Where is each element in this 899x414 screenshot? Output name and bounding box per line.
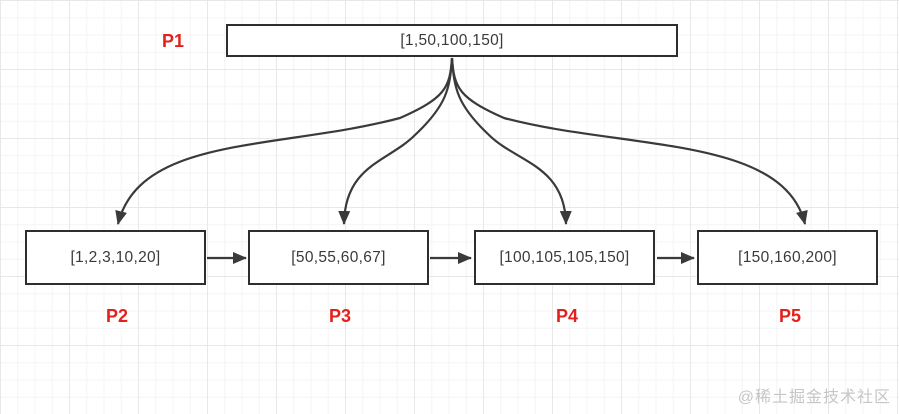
watermark: @稀土掘金技术社区 bbox=[737, 389, 891, 406]
label-p2: P2 bbox=[105, 306, 129, 326]
node-p2-value: [1,2,3,10,20] bbox=[70, 248, 161, 266]
node-p1: [1,50,100,150] bbox=[226, 24, 678, 57]
label-p5: P5 bbox=[778, 306, 802, 326]
node-p5-value: [150,160,200] bbox=[738, 248, 837, 266]
node-p4: [100,105,105,150] bbox=[474, 230, 655, 285]
edge-p1-p5 bbox=[450, 57, 808, 225]
edge-p1-p3 bbox=[338, 57, 454, 225]
node-p5: [150,160,200] bbox=[697, 230, 878, 285]
edge-p1-p2 bbox=[115, 57, 454, 225]
node-p3: [50,55,60,67] bbox=[248, 230, 429, 285]
label-p1: P1 bbox=[161, 31, 185, 51]
node-p4-value: [100,105,105,150] bbox=[499, 248, 630, 266]
node-p3-value: [50,55,60,67] bbox=[291, 248, 386, 266]
node-p2: [1,2,3,10,20] bbox=[25, 230, 206, 285]
node-p1-value: [1,50,100,150] bbox=[400, 31, 504, 49]
edge-p1-p4 bbox=[450, 57, 572, 225]
label-p4: P4 bbox=[555, 306, 579, 326]
label-p3: P3 bbox=[328, 306, 352, 326]
